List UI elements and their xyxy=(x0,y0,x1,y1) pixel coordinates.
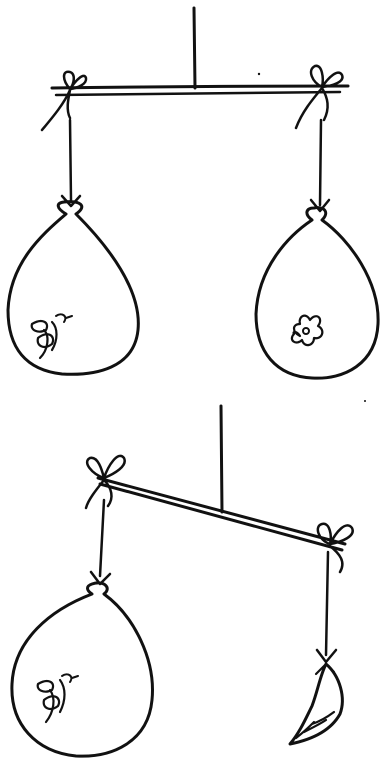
bow-knot-icon xyxy=(296,66,342,128)
left-drop-string xyxy=(62,120,80,206)
flower-icon xyxy=(292,316,322,345)
right-drop-string xyxy=(311,120,329,211)
right-drop-string xyxy=(317,552,336,662)
right-bag xyxy=(256,208,378,379)
bow-knot-icon xyxy=(86,456,125,508)
bee-icon xyxy=(38,674,78,722)
left-bag xyxy=(12,583,153,756)
left-bag xyxy=(8,202,138,375)
bottom-hanging-string xyxy=(221,406,222,512)
bee-icon xyxy=(32,314,72,358)
bow-knot-icon xyxy=(42,72,86,130)
bottom-mobile xyxy=(12,406,353,756)
top-balance-beam xyxy=(52,86,348,95)
stray-marks xyxy=(258,73,366,402)
top-mobile xyxy=(8,8,378,378)
left-drop-string xyxy=(91,500,110,584)
top-hanging-string xyxy=(194,8,195,88)
wing-icon xyxy=(290,664,342,744)
